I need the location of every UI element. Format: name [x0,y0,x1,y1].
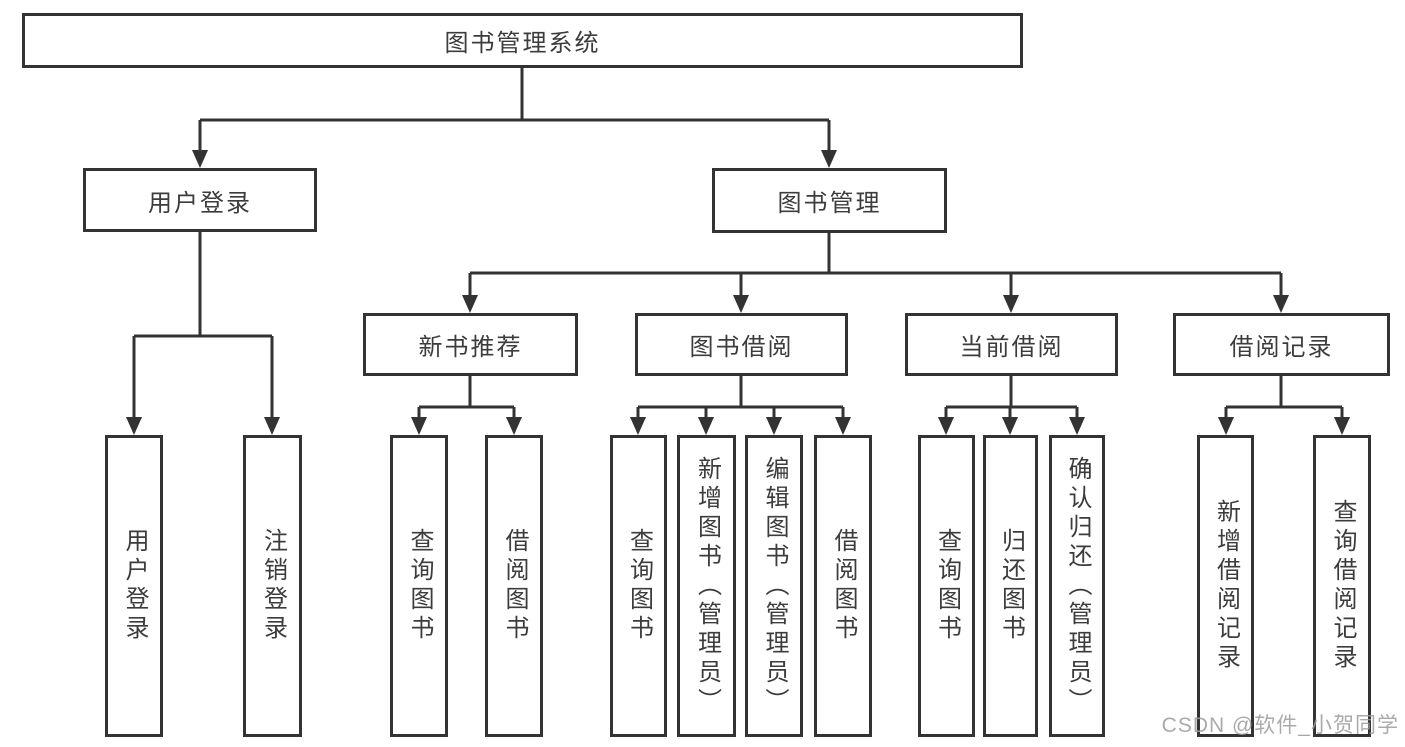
leaf-borrow-books-recommend: 借阅图书 [485,435,543,737]
node-book-borrowing: 图书借阅 [635,313,848,376]
leaf-add-borrow-record: 新增借阅记录 [1197,435,1254,737]
leaf-query-books-recommend: 查询图书 [390,435,448,737]
leaf-borrow-books-borrowing: 借阅图书 [814,435,872,737]
leaf-logout-login: 注销登录 [243,435,302,737]
leaf-user-login: 用户登录 [105,435,163,737]
leaf-query-borrow-record: 查询借阅记录 [1313,435,1371,737]
leaf-query-books-current: 查询图书 [918,435,975,737]
node-current-borrowing: 当前借阅 [905,313,1118,376]
node-library-system: 图书管理系统 [22,13,1023,68]
node-borrowing-records: 借阅记录 [1173,313,1390,376]
node-new-book-recommendation: 新书推荐 [363,313,578,376]
leaf-query-books-borrowing: 查询图书 [610,435,667,737]
node-book-management: 图书管理 [712,168,947,233]
node-user-login: 用户登录 [83,168,317,232]
leaf-edit-books-admin: 编辑图书（管理员） [745,435,803,737]
leaf-return-books: 归还图书 [983,435,1038,737]
arrowheads [126,150,1350,435]
leaf-confirm-return-admin: 确认归还（管理员） [1049,435,1105,737]
leaf-add-books-admin: 新增图书（管理员） [677,435,736,737]
watermark: CSDN @软件_小贺同学 [1161,714,1399,737]
